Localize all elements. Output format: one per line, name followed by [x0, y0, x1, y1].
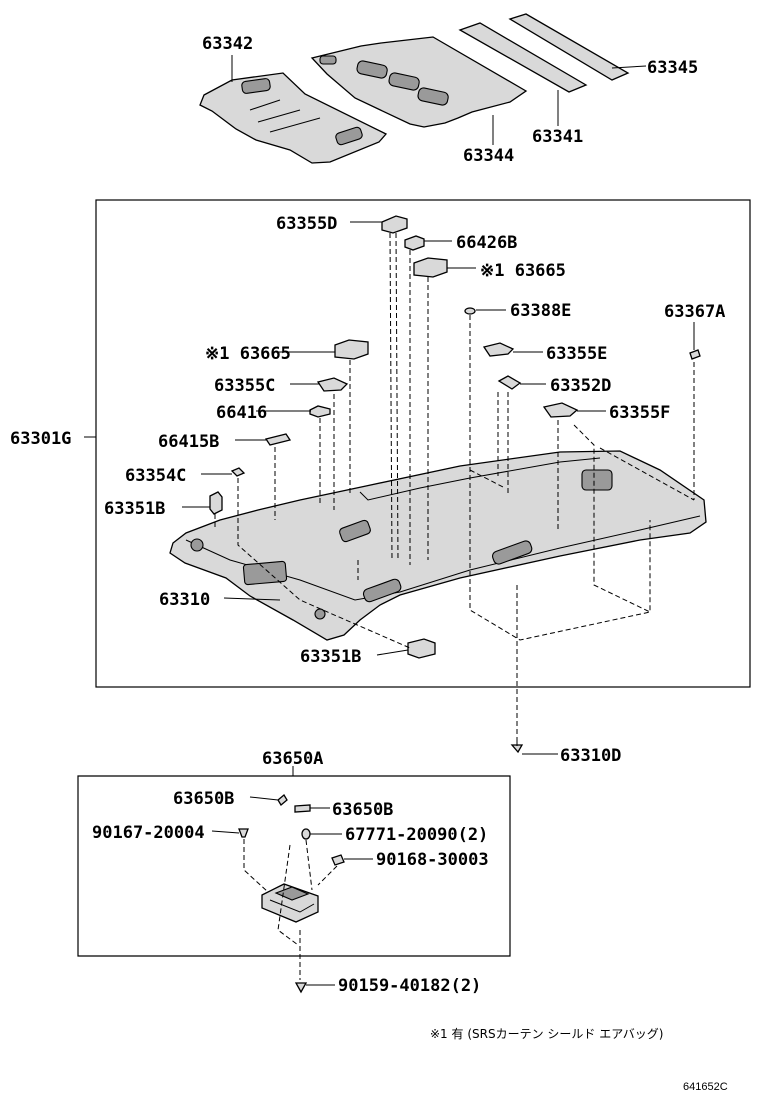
label-63355F: 63355F: [609, 403, 670, 423]
lamp-assembly-box: [77, 775, 511, 957]
lens-63650B-right: [294, 804, 311, 813]
label-63355E: 63355E: [546, 344, 607, 364]
lens-63650B-left: [277, 794, 288, 806]
screw-90167: [238, 828, 249, 838]
pad-63355F: [542, 402, 579, 418]
label-66426B: 66426B: [456, 233, 517, 253]
label-90168-30003: 90168-30003: [376, 850, 489, 870]
bulb-67771: [301, 828, 311, 840]
clip-66426B: [404, 235, 425, 251]
roof-pad-63342: [199, 72, 388, 164]
label-90159-40182: 90159-40182(2): [338, 976, 481, 996]
pad-63355C: [316, 377, 349, 392]
roof-pad-63341: [458, 22, 588, 93]
label-63388E: 63388E: [510, 301, 571, 321]
label-63352D: 63352D: [550, 376, 611, 396]
headliner-63310: [169, 450, 707, 641]
label-63665-upper: ※1 63665: [480, 261, 566, 281]
lamp-housing: [261, 883, 319, 923]
label-63345: 63345: [647, 58, 698, 78]
drawing-code: 641652C: [683, 1081, 728, 1093]
label-63351B-upper: 63351B: [104, 499, 165, 519]
screw-90159: [294, 982, 308, 994]
clip-66415B: [264, 433, 292, 446]
label-63310D: 63310D: [560, 746, 621, 766]
screw-63310D: [510, 737, 524, 754]
pad-63352D: [497, 375, 522, 390]
pad-63665-lower: [334, 339, 369, 360]
roof-pad-63344: [310, 36, 528, 128]
grommet-63388E: [464, 307, 476, 315]
clip-63351B-lower: [407, 638, 436, 659]
clip-63355D: [381, 215, 408, 234]
label-67771-20090: 67771-20090(2): [345, 825, 488, 845]
headliner-assembly-box: [95, 199, 751, 688]
pad-63355E: [482, 342, 515, 357]
label-66415B: 66415B: [158, 432, 219, 452]
label-66416: 66416: [216, 403, 267, 423]
clip-63351B-upper: [209, 491, 223, 515]
label-63310: 63310: [159, 590, 210, 610]
label-63355D: 63355D: [276, 214, 337, 234]
label-90167-20004: 90167-20004: [92, 823, 205, 843]
label-63354C: 63354C: [125, 466, 186, 486]
label-63301G: 63301G: [10, 429, 71, 449]
footnote: ※1 有 (SRSカーテン シールド エアバッグ): [430, 1027, 663, 1041]
clip-63367A: [689, 349, 701, 360]
label-63351B-lower: 63351B: [300, 647, 361, 667]
pad-63665-upper: [413, 257, 448, 278]
clip-66416: [309, 405, 331, 418]
label-63650A: 63650A: [262, 749, 323, 769]
label-63341: 63341: [532, 127, 583, 147]
pad-63354C: [230, 467, 246, 477]
label-63665-lower: ※1 63665: [205, 344, 291, 364]
label-63650B-right: 63650B: [332, 800, 393, 820]
label-63650B-left: 63650B: [173, 789, 234, 809]
screw-90168: [331, 854, 345, 866]
label-63367A: 63367A: [664, 302, 725, 322]
label-63342: 63342: [202, 34, 253, 54]
roof-pad-63345: [508, 13, 630, 81]
label-63344: 63344: [463, 146, 514, 166]
label-63355C: 63355C: [214, 376, 275, 396]
